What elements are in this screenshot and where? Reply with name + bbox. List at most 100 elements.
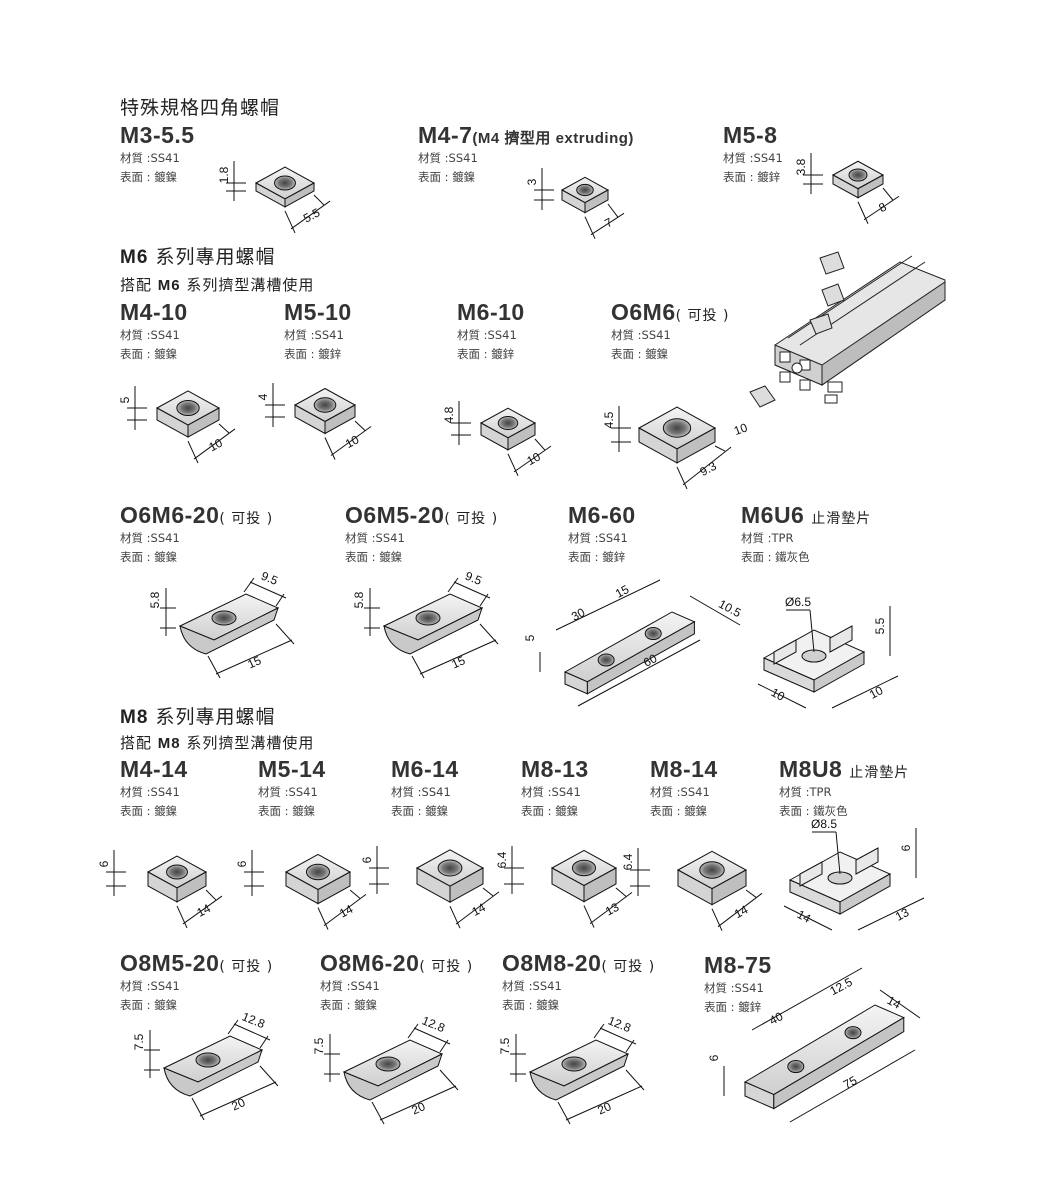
height-dimension-label: 3.8 xyxy=(794,158,808,175)
height-dimension-label: 5 xyxy=(523,634,537,641)
width-dimension-label: 13 xyxy=(603,900,622,919)
height-dimension-label: 1.8 xyxy=(217,166,231,183)
material-label: 材質 :SS41 xyxy=(457,328,517,342)
product-m4-10: M4-10 材質 :SS41 表面 : 鍍鎳 xyxy=(120,299,188,364)
product-name: M8-14 xyxy=(650,756,718,782)
height-dimension-label: 5.5 xyxy=(873,617,887,634)
surface-label: 表面 : 鐵灰色 xyxy=(741,550,810,564)
surface-label: 表面 : 鍍鎳 xyxy=(650,804,708,818)
material-label: 材質 :SS41 xyxy=(120,531,180,545)
t-nut-drawing: 7.512.820 xyxy=(312,1013,459,1125)
material-label: 材質 :SS41 xyxy=(120,785,180,799)
diameter-label: Ø8.5 xyxy=(811,817,837,831)
width-dimension-label: 7 xyxy=(602,215,615,231)
material-label: 材質 :SS41 xyxy=(568,531,628,545)
product-o8m6-20: O8M6-20( 可投 ) 材質 :SS41 表面 : 鍍鎳 xyxy=(320,950,473,1015)
material-label: 材質 :SS41 xyxy=(120,328,180,342)
product-m5-14: M5-14 材質 :SS41 表面 : 鍍鎳 xyxy=(258,756,326,821)
product-o8m5-20: O8M5-20( 可投 ) 材質 :SS41 表面 : 鍍鎳 xyxy=(120,950,273,1015)
t-nut-drawing: 5.89.515 xyxy=(148,569,295,679)
product-name: M6-14 xyxy=(391,756,459,782)
height-dimension-label: 6 xyxy=(97,860,111,867)
surface-label: 表面 : 鍍鎳 xyxy=(258,804,316,818)
product-name: M8-13 xyxy=(521,756,589,782)
section-title-special: 特殊規格四角螺帽 xyxy=(120,97,281,119)
surface-label: 表面 : 鍍鎳 xyxy=(391,804,449,818)
square-nut-drawing: 6.4 13 xyxy=(495,846,633,928)
material-label: 材質 :SS41 xyxy=(704,981,764,995)
width-dimension-label: 10 xyxy=(343,432,362,451)
product-m6-14: M6-14 材質 :SS41 表面 : 鍍鎳 xyxy=(391,756,459,821)
surface-label: 表面 : 鍍鎳 xyxy=(418,170,476,184)
product-name: O8M5-20 xyxy=(120,950,220,976)
height-dimension-label: 5.8 xyxy=(148,591,162,608)
surface-label: 表面 : 鐵灰色 xyxy=(779,804,848,818)
square-nut-drawing: 614 xyxy=(235,850,367,930)
product-m5-10: M5-10 材質 :SS41 表面 : 鍍鋅 xyxy=(284,299,352,364)
width-dimension-label: 9.5 xyxy=(463,569,484,588)
width-dimension-label: 9.5 xyxy=(259,569,280,588)
product-name: M4-7 xyxy=(418,122,473,148)
product-suffix: 止滑墊片 xyxy=(811,511,872,527)
height-dimension-label: 6.4 xyxy=(621,853,635,870)
material-label: 材質 :SS41 xyxy=(521,785,581,799)
material-label: 材質 :SS41 xyxy=(258,785,318,799)
square-nut-drawing: 3.88 xyxy=(794,153,900,224)
length-dimension-label: 75 xyxy=(841,1073,860,1092)
material-label: 材質 :SS41 xyxy=(723,151,783,165)
product-m8u8: M8U8 止滑墊片 材質 :TPR 表面 : 鐵灰色 xyxy=(779,756,909,821)
width-dimension-label: 14 xyxy=(885,993,904,1012)
material-label: 材質 :SS41 xyxy=(120,979,180,993)
height-dimension-label: 6 xyxy=(899,844,913,851)
height-dimension-label: 6.4 xyxy=(495,851,509,868)
t-nut-drawing: 5.89.515 xyxy=(352,569,499,679)
material-label: 材質 :SS41 xyxy=(320,979,380,993)
product-name: O8M8-20 xyxy=(502,950,602,976)
material-label: 材質 :SS41 xyxy=(120,151,180,165)
surface-label: 表面 : 鍍鎳 xyxy=(120,347,178,361)
product-suffix: ( 可投 ) xyxy=(219,959,274,975)
hole-spacing-label: 30 xyxy=(569,605,588,624)
product-name: M6-60 xyxy=(568,502,636,528)
square-nut-drawing: 6 14 xyxy=(97,850,223,929)
width-dimension-label: 14 xyxy=(337,902,356,921)
material-label: 材質 :SS41 xyxy=(611,328,671,342)
extrusion-profile-illustration xyxy=(749,251,946,408)
t-nut-drawing: 7.512.820 xyxy=(498,1013,645,1125)
product-name: M6-10 xyxy=(457,299,525,325)
square-nut-drawing: 1.85.5 xyxy=(217,161,331,234)
product-name: M6U6 xyxy=(741,502,805,528)
height-dimension-label: 4 xyxy=(256,393,270,400)
square-nut-drawing: 37 xyxy=(525,168,625,239)
height-dimension-label: 5 xyxy=(118,396,132,403)
length-dimension-label: 15 xyxy=(449,653,467,671)
surface-label: 表面 : 鍍鋅 xyxy=(457,347,515,361)
product-name: M4-14 xyxy=(120,756,188,782)
square-nut-drawing: 4 10 xyxy=(256,383,372,460)
product-name: O6M6 xyxy=(611,299,676,325)
surface-label: 表面 : 鍍鎳 xyxy=(120,998,178,1012)
width-dimension-label: 10 xyxy=(732,420,750,438)
surface-label: 表面 : 鍍鎳 xyxy=(120,804,178,818)
product-name: M4-10 xyxy=(120,299,188,325)
length-dimension-label: 10 xyxy=(867,683,886,702)
width-dimension-label: 14 xyxy=(194,901,213,920)
product-name: M5-8 xyxy=(723,122,778,148)
surface-label: 表面 : 鍍鎳 xyxy=(521,804,579,818)
square-nut-drawing: 6.414 xyxy=(621,848,763,931)
section-subtitle-m8: 搭配 M8 系列擠型溝槽使用 xyxy=(120,734,315,752)
product-suffix: ( 可投 ) xyxy=(601,959,656,975)
product-m5-8: M5-8 材質 :SS41 表面 : 鍍鋅 xyxy=(723,122,783,187)
product-name: O6M6-20 xyxy=(120,502,220,528)
product-suffix: (M4 擠型用 extruding) xyxy=(472,130,634,147)
width-dimension-label: 9.3 xyxy=(697,459,719,479)
product-name: M8-75 xyxy=(704,952,772,978)
width-dimension-label: 10 xyxy=(206,436,225,455)
length-dimension-label: 60 xyxy=(641,651,660,670)
product-m4-7: M4-7(M4 擠型用 extruding) 材質 :SS41 表面 : 鍍鎳 xyxy=(418,122,634,187)
